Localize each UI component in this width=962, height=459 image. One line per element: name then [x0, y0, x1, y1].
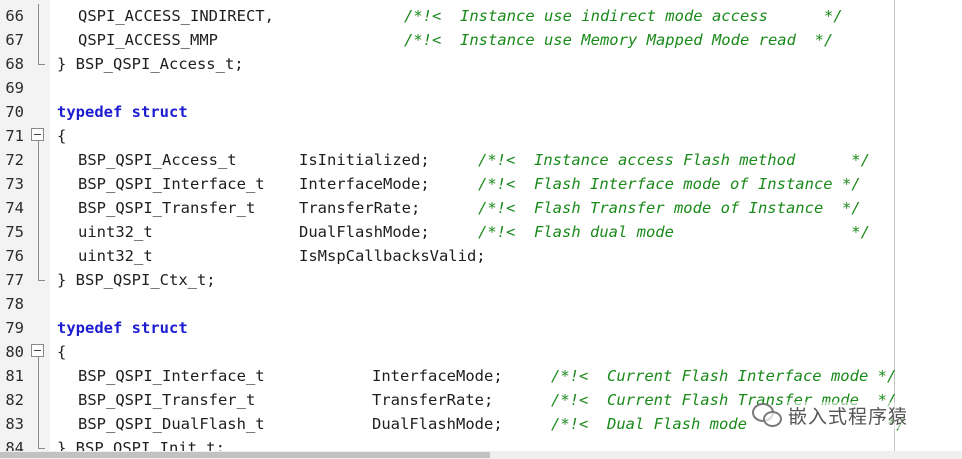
line-number: 78: [5, 295, 24, 313]
fold-line: [38, 412, 39, 436]
fold-line: [38, 388, 39, 412]
fold-line: [38, 148, 39, 172]
code-token: BSP_QSPI_Interface_t: [78, 175, 265, 193]
comment-token: /*!< Flash Transfer mode of Instance */: [478, 199, 861, 217]
fold-end-marker: [38, 280, 45, 281]
watermark: 嵌入式程序猿: [752, 400, 909, 430]
line-number: 75: [5, 223, 24, 241]
line-number: 73: [5, 175, 24, 193]
comment-token: /*!< Flash dual mode */: [478, 223, 870, 241]
code-line[interactable]: 83 BSP_QSPI_DualFlash_t DualFlashMode; /*!<…: [0, 412, 962, 436]
code-token: uint32_t: [78, 247, 153, 265]
code-line[interactable]: 81 BSP_QSPI_Interface_t InterfaceMode; /*!<…: [0, 364, 962, 388]
fold-line: [38, 28, 39, 52]
fold-end-marker: [38, 448, 45, 449]
fold-line: [38, 4, 39, 28]
line-number: 82: [5, 391, 24, 409]
code-token: InterfaceMode;: [372, 367, 503, 385]
line-number: 70: [5, 103, 24, 121]
line-number: 72: [5, 151, 24, 169]
code-line[interactable]: 74 BSP_QSPI_Transfer_t TransferRate; /*!< F…: [0, 196, 962, 220]
line-number: 81: [5, 367, 24, 385]
line-number: 76: [5, 247, 24, 265]
fold-line: [38, 436, 39, 449]
comment-token: /*!< Instance use Memory Mapped Mode rea…: [404, 31, 834, 49]
line-number: 71: [5, 127, 24, 145]
keyword-token: typedef struct: [57, 103, 188, 121]
code-line[interactable]: 75 uint32_t DualFlashMode; /*!< Flash dual …: [0, 220, 962, 244]
fold-line: [38, 196, 39, 220]
code-line[interactable]: 70 typedef struct: [0, 100, 962, 124]
code-line[interactable]: 80 {: [0, 340, 962, 364]
code-token: TransferRate;: [372, 391, 494, 409]
code-token: DualFlashMode;: [299, 223, 430, 241]
line-number: 67: [5, 31, 24, 49]
code-line[interactable]: 71 {: [0, 124, 962, 148]
code-line[interactable]: 69: [0, 76, 962, 100]
watermark-text: 嵌入式程序猿: [788, 401, 909, 429]
fold-line: [38, 364, 39, 388]
code-token: QSPI_ACCESS_MMP: [78, 31, 218, 49]
code-token: } BSP_QSPI_Access_t;: [57, 55, 244, 73]
code-token: {: [57, 127, 67, 145]
horizontal-scrollbar[interactable]: [0, 451, 962, 459]
code-token: BSP_QSPI_Transfer_t: [78, 199, 256, 217]
code-token: InterfaceMode;: [299, 175, 430, 193]
keyword-token: typedef struct: [57, 319, 188, 337]
comment-token: /*!< Dual Flash mode */: [551, 415, 906, 433]
code-token: DualFlashMode;: [372, 415, 503, 433]
line-number: 66: [5, 7, 24, 25]
code-line[interactable]: 77 } BSP_QSPI_Ctx_t;: [0, 268, 962, 292]
comment-token: /*!< Instance access Flash method */: [478, 151, 870, 169]
comment-token: /*!< Flash Interface mode of Instance */: [478, 175, 861, 193]
line-number: 77: [5, 271, 24, 289]
fold-line: [38, 172, 39, 196]
horizontal-scrollbar-thumb[interactable]: [0, 452, 490, 458]
line-number: 83: [5, 415, 24, 433]
code-token: uint32_t: [78, 223, 153, 241]
code-token: BSP_QSPI_DualFlash_t: [78, 415, 265, 433]
fold-line: [38, 357, 39, 364]
code-token: } BSP_QSPI_Ctx_t;: [57, 271, 216, 289]
fold-toggle-icon[interactable]: [31, 128, 44, 141]
code-line[interactable]: 68 } BSP_QSPI_Access_t;: [0, 52, 962, 76]
code-line[interactable]: 84 } BSP_QSPI_Init_t;: [0, 436, 962, 451]
line-number: 80: [5, 343, 24, 361]
code-token: BSP_QSPI_Interface_t: [78, 367, 265, 385]
fold-line: [38, 141, 39, 148]
fold-line: [38, 220, 39, 244]
code-line[interactable]: 76 uint32_t IsMspCallbacksValid;: [0, 244, 962, 268]
code-token: {: [57, 343, 67, 361]
code-line[interactable]: 72 BSP_QSPI_Access_t IsInitialized; /*!< In…: [0, 148, 962, 172]
code-token: QSPI_ACCESS_INDIRECT,: [78, 7, 274, 25]
code-token: BSP_QSPI_Access_t: [78, 151, 237, 169]
fold-toggle-icon[interactable]: [31, 344, 44, 357]
line-number: 68: [5, 55, 24, 73]
line-number-gutter: [0, 0, 50, 451]
code-line[interactable]: 66 QSPI_ACCESS_INDIRECT, /*!< Instance use…: [0, 4, 962, 28]
code-token: } BSP_QSPI_Init_t;: [57, 439, 225, 451]
code-line[interactable]: 73 BSP_QSPI_Interface_t InterfaceMode; /*!<…: [0, 172, 962, 196]
code-token: TransferRate;: [299, 199, 421, 217]
edge-column-marker: [894, 0, 895, 451]
fold-line: [38, 52, 39, 65]
code-line[interactable]: 67 QSPI_ACCESS_MMP /*!< Instance use Memor…: [0, 28, 962, 52]
line-number: 79: [5, 319, 24, 337]
comment-token: /*!< Current Flash Interface mode */: [551, 367, 897, 385]
code-token: BSP_QSPI_Transfer_t: [78, 391, 256, 409]
comment-token: /*!< Instance use indirect mode access *…: [404, 7, 843, 25]
code-token: IsMspCallbacksValid;: [299, 247, 486, 265]
code-line[interactable]: 78: [0, 292, 962, 316]
code-token: IsInitialized;: [299, 151, 430, 169]
fold-end-marker: [38, 64, 45, 65]
line-number: 69: [5, 79, 24, 97]
fold-line: [38, 244, 39, 268]
line-number: 74: [5, 199, 24, 217]
code-line[interactable]: 79 typedef struct: [0, 316, 962, 340]
wechat-icon: [752, 403, 782, 427]
line-number: 84: [5, 439, 24, 451]
fold-line: [38, 268, 39, 281]
